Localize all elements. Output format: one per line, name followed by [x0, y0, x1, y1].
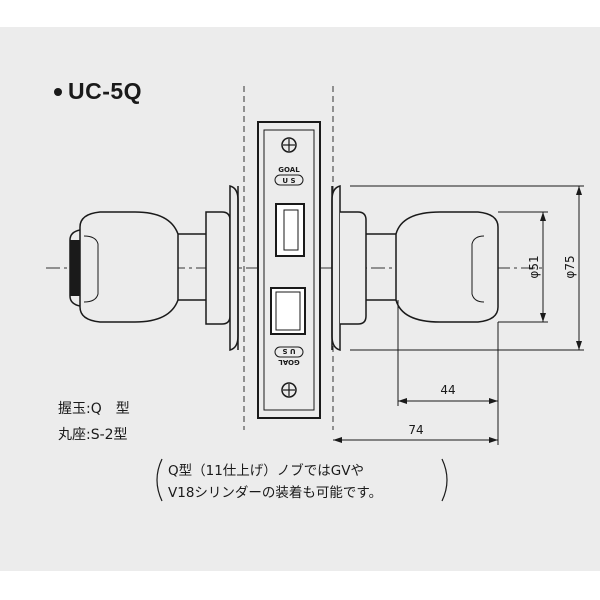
dim-label-d51: φ51 [527, 255, 541, 278]
note-line-2: V18シリンダーの装着も可能です。 [168, 485, 383, 501]
note-bracket-left [156, 458, 163, 502]
dim-label-d75: φ75 [563, 255, 577, 278]
plate-logo-top: GOAL [278, 166, 300, 174]
bullet-icon [54, 87, 62, 96]
dimension-lines [333, 185, 584, 445]
screw-icon [281, 137, 297, 153]
spec-rose: 丸座:S-2型 [58, 427, 128, 443]
plate-logo-bottom: GOAL [278, 358, 300, 366]
plate-logo-bottom-sub: U S [282, 347, 295, 355]
model-title: UC-5Q [54, 78, 142, 105]
cylinder-face [70, 240, 80, 296]
right-knob [331, 185, 499, 351]
spec-knob: 握玉:Q 型 [58, 401, 130, 417]
deadlatch-opening [270, 287, 306, 335]
note-bracket-right [441, 458, 448, 502]
latch-opening [275, 203, 305, 257]
screw-icon [281, 382, 297, 398]
dim-label-44: 44 [440, 383, 455, 397]
model-name: UC-5Q [68, 78, 143, 104]
plate-logo-top-sub: U S [282, 177, 295, 185]
note-box: Q型（11仕上げ）ノブではGVや V18シリンダーの装着も可能です。 [158, 457, 448, 501]
left-knob [69, 185, 239, 351]
dim-label-74: 74 [408, 423, 423, 437]
note-line-1: Q型（11仕上げ）ノブではGVや [168, 463, 365, 479]
face-plate: GOAL U S GOAL U S [257, 121, 321, 419]
